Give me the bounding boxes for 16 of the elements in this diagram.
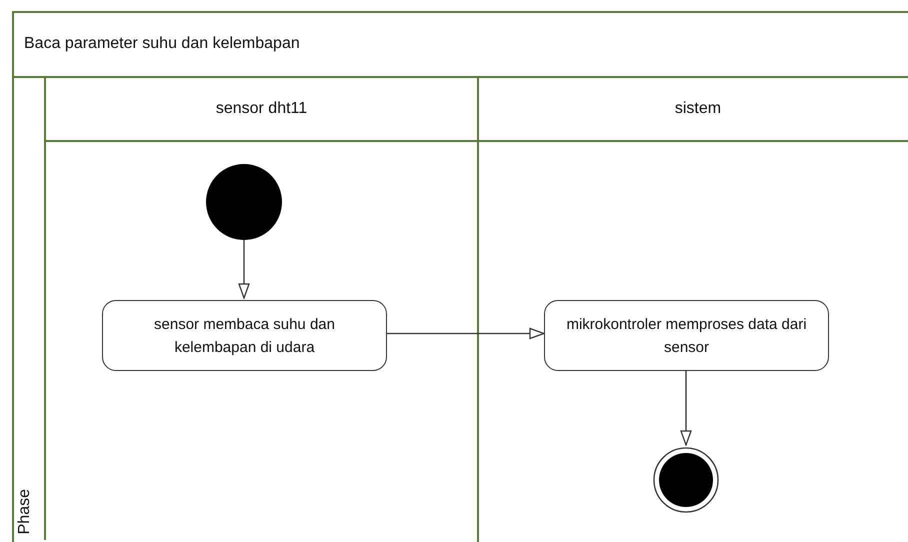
control-flow-arrow — [680, 369, 692, 446]
lane-title: sensor dht11 — [216, 100, 308, 118]
phase-band — [12, 76, 46, 540]
phase-label: Phase — [16, 488, 34, 534]
swimlane-pool — [12, 11, 908, 542]
final-node — [653, 447, 719, 513]
initial-node — [206, 164, 282, 240]
action-text: mikrokontroler memproses data dari sensor — [565, 314, 808, 358]
control-flow-arrow — [238, 238, 250, 299]
control-flow-arrow — [387, 328, 545, 340]
action-text: sensor membaca suhu dan kelembapan di udara — [153, 314, 336, 358]
lane-title: sistem — [674, 100, 722, 118]
action-box — [544, 300, 829, 371]
action-box — [102, 300, 387, 371]
pool-title: Baca parameter suhu dan kelembapan — [24, 35, 300, 53]
swimlane — [46, 76, 479, 542]
